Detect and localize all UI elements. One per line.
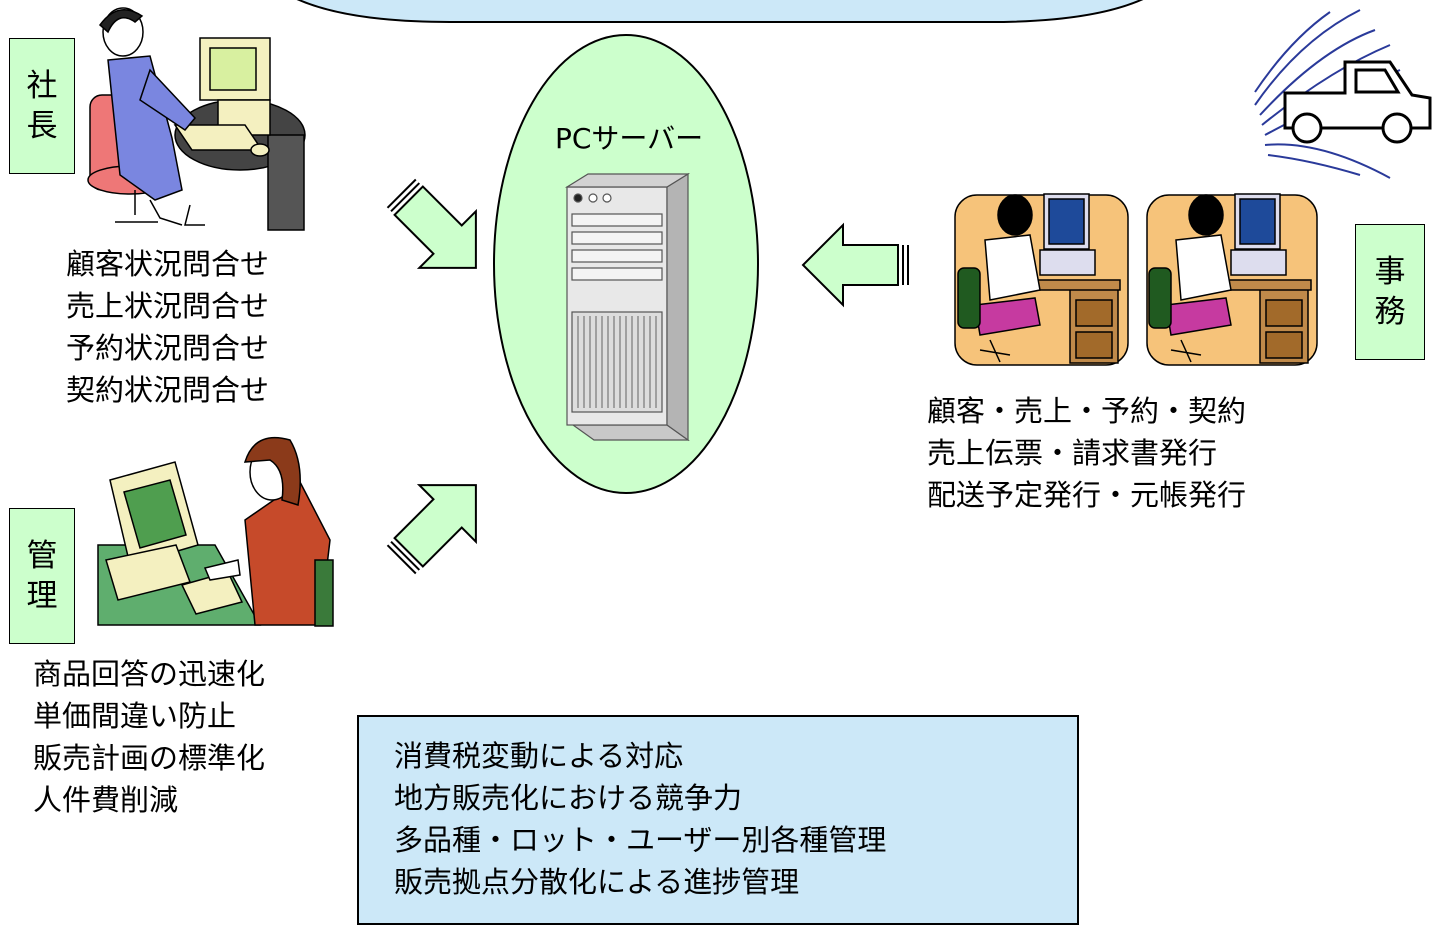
server-label: PCサーバー — [555, 122, 704, 155]
list-item: 地方販売化における競争力 — [394, 781, 743, 815]
role-management-label: 管 理 — [9, 508, 75, 644]
list-item: 単価間違い防止 — [33, 699, 237, 733]
role-office-label: 事 務 — [1355, 224, 1425, 360]
office-task-list: 顧客・売上・予約・契約 売上伝票・請求書発行 配送予定発行・元帳発行 — [927, 390, 1246, 516]
list-item: 多品種・ロット・ユーザー別各種管理 — [394, 823, 887, 857]
list-item: 契約状況問合せ — [66, 373, 270, 407]
list-item: 販売計画の標準化 — [33, 741, 266, 775]
benefits-box: 消費税変動による対応 地方販売化における競争力 多品種・ロット・ユーザー別各種管… — [357, 715, 1079, 925]
management-task-list: 商品回答の迅速化 単価間違い防止 販売計画の標準化 人件費削減 — [33, 653, 265, 821]
list-item: 配送予定発行・元帳発行 — [927, 478, 1247, 512]
list-item: 人件費削減 — [33, 783, 179, 817]
list-item: 販売拠点分散化による進捗管理 — [394, 865, 800, 899]
list-item: 商品回答の迅速化 — [33, 657, 266, 691]
president-task-list: 顧客状況問合せ 売上状況問合せ 予約状況問合せ 契約状況問合せ — [66, 243, 269, 411]
list-item: 消費税変動による対応 — [394, 739, 684, 773]
list-item: 予約状況問合せ — [66, 331, 270, 365]
list-item: 顧客状況問合せ — [66, 247, 270, 281]
role-president-label: 社 長 — [9, 38, 75, 174]
list-item: 売上伝票・請求書発行 — [927, 436, 1218, 470]
list-item: 顧客・売上・予約・契約 — [927, 394, 1247, 428]
list-item: 売上状況問合せ — [66, 289, 270, 323]
